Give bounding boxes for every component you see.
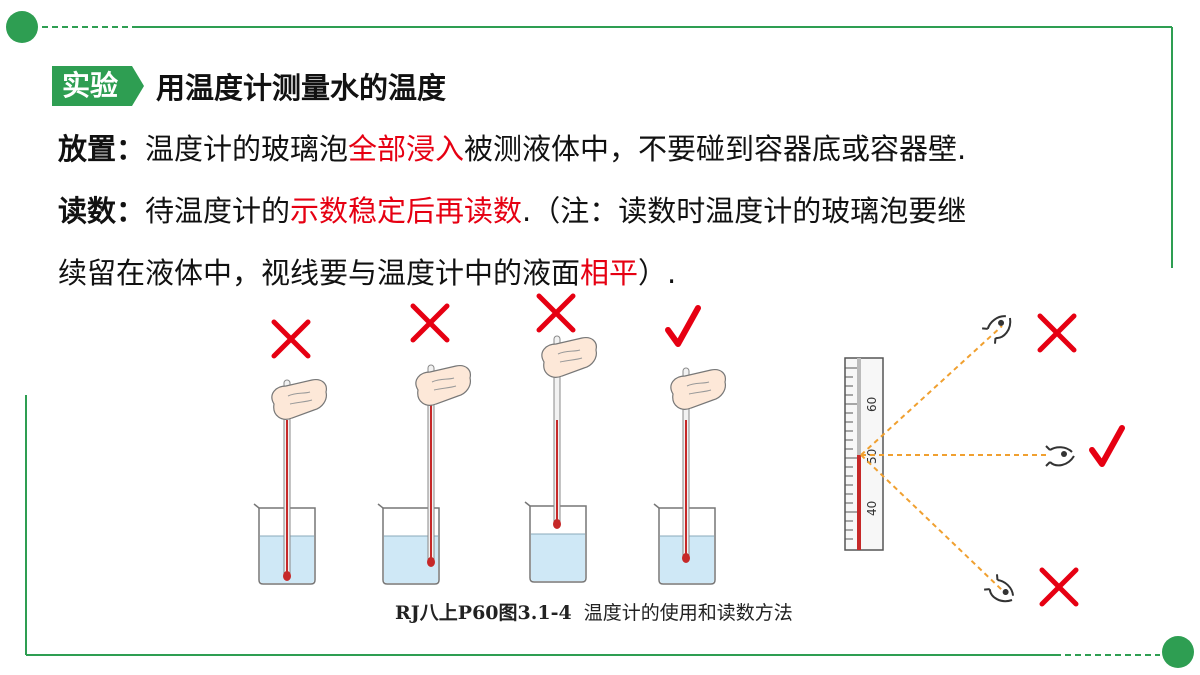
sight-lines xyxy=(860,325,1048,591)
eye-bottom-icon xyxy=(983,573,1020,609)
reading-highlight-2: 相平 xyxy=(580,256,639,290)
frame-dot-top-left xyxy=(6,11,38,43)
wrong-mark-icon xyxy=(539,296,573,330)
reading-label: 读数： xyxy=(58,194,146,228)
setup-3 xyxy=(524,335,597,583)
setup-2 xyxy=(377,364,471,585)
wrong-sight-mark-icon xyxy=(1040,316,1074,350)
reading-text-1: 待温度计的 xyxy=(145,194,291,228)
experiment-tag: 实验 xyxy=(52,66,133,106)
figure-caption: RJ八上P60图3.1-4 温度计的使用和读数方法 xyxy=(395,598,793,625)
placement-label: 放置： xyxy=(58,132,146,166)
title-row: 实验 用温度计测量水的温度 xyxy=(52,66,446,106)
tag-arrow-icon xyxy=(132,66,145,106)
placement-highlight: 全部浸入 xyxy=(348,132,465,166)
scale-label-60: 60 xyxy=(865,397,879,412)
frame-dot-bottom-right xyxy=(1162,636,1194,668)
reading-text-2: .（注：读数时温度计的玻璃泡要继 xyxy=(522,194,967,228)
reading-highlight-1: 示数稳定后再读数 xyxy=(290,194,523,228)
correct-sight-mark-icon xyxy=(1092,428,1122,464)
reading-line-1: 读数：待温度计的示数稳定后再读数.（注：读数时温度计的玻璃泡要继 xyxy=(58,188,966,230)
caption-title: 温度计的使用和读数方法 xyxy=(583,602,793,624)
eye-middle-icon xyxy=(1045,445,1075,467)
reading-text-3: 续留在液体中，视线要与温度计中的液面 xyxy=(58,256,581,290)
wrong-mark-icon xyxy=(274,322,308,356)
placement-line: 放置：温度计的玻璃泡全部浸入被测液体中，不要碰到容器底或容器壁. xyxy=(58,126,966,168)
setup-1 xyxy=(253,379,327,585)
reading-line-2: 续留在液体中，视线要与温度计中的液面相平）. xyxy=(58,250,676,292)
placement-text-1: 温度计的玻璃泡 xyxy=(145,132,349,166)
scale-label-40: 40 xyxy=(865,501,879,516)
page-title: 用温度计测量水的温度 xyxy=(156,71,447,105)
wrong-sight-mark-icon xyxy=(1042,570,1076,604)
caption-source: RJ八上P60图3.1-4 xyxy=(395,602,572,624)
scale-label-50: 50 xyxy=(865,449,879,464)
wrong-mark-icon xyxy=(413,306,447,340)
placement-text-2: 被测液体中，不要碰到容器底或容器壁. xyxy=(464,132,967,166)
correct-mark-icon xyxy=(668,308,698,344)
setup-4 xyxy=(653,367,726,585)
reading-text-4: ）. xyxy=(638,256,677,290)
